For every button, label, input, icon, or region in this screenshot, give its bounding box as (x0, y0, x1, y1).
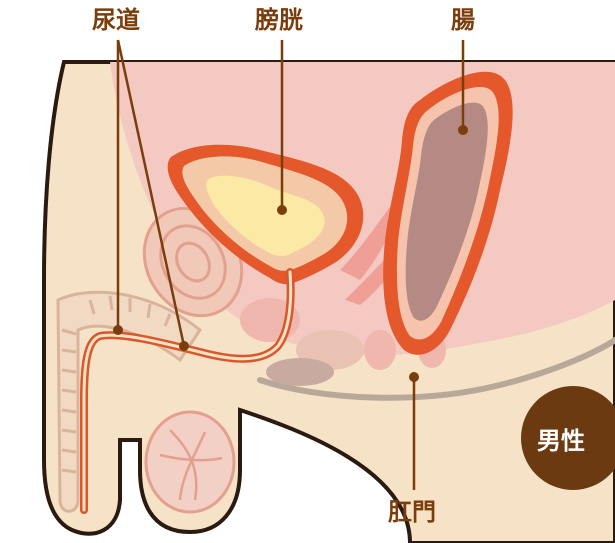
dot-anus (409, 372, 419, 382)
gender-badge: 男性 (521, 386, 615, 490)
dot-intestine (458, 125, 468, 135)
label-urethra: 尿道 (92, 8, 140, 32)
gender-badge-text: 男性 (537, 421, 585, 456)
dot-bladder (277, 205, 287, 215)
label-bladder: 膀胱 (255, 8, 303, 32)
label-intestine: 腸 (451, 8, 475, 32)
testicle (146, 412, 234, 512)
label-anus: 肛門 (388, 500, 436, 524)
dot-urethra-b (179, 341, 189, 351)
dot-urethra-a (113, 325, 123, 335)
